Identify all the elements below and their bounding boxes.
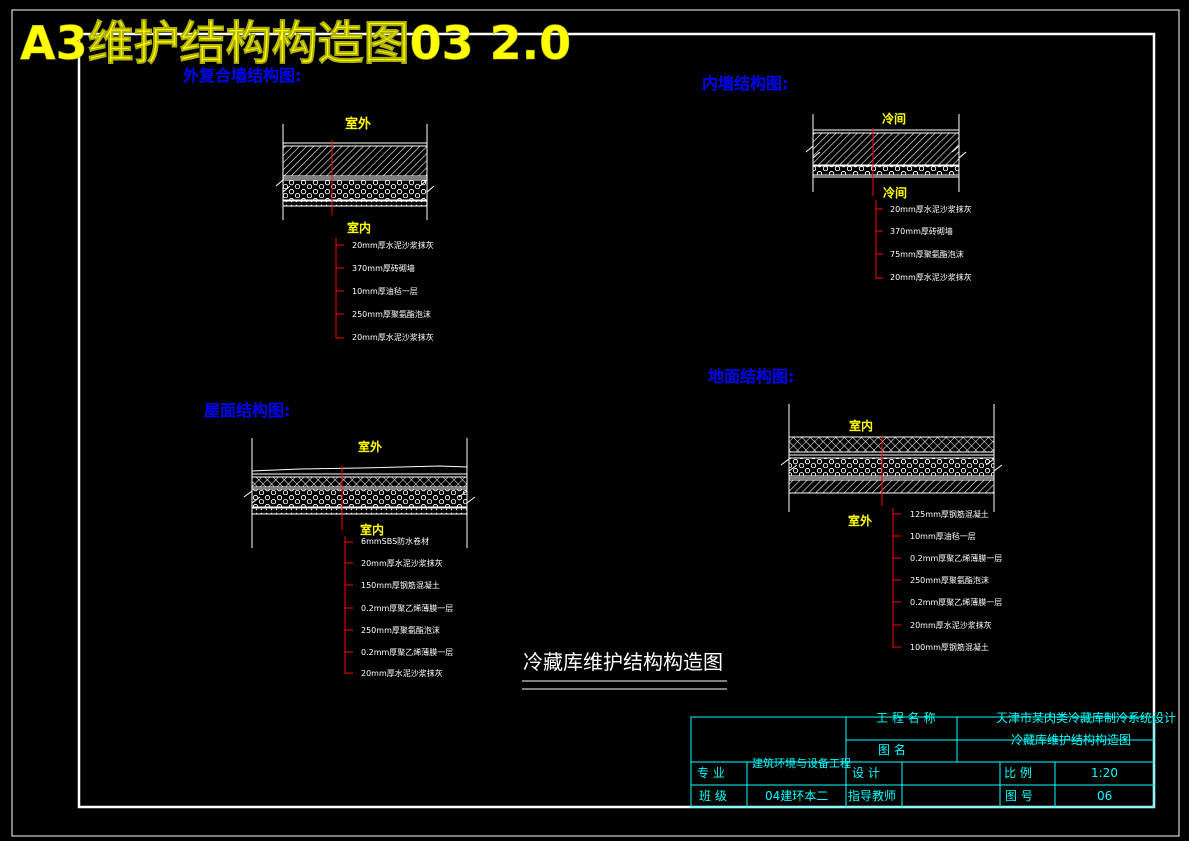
floor-bottom-label: 室外: [848, 513, 872, 528]
major-label: 专 业: [697, 765, 725, 780]
design-label: 设 计: [852, 766, 880, 780]
layer-label: 20mm厚水泥沙浆抹灰: [361, 668, 443, 678]
inner-wall-diagram: 内墙结构图: 冷间 冷间 20mm厚水泥沙浆抹灰 370mm厚砖砌墙 75mm厚…: [702, 74, 972, 282]
outer-wall-layer-list: 20mm厚水泥沙浆抹灰 370mm厚砖砌墙 10mm厚油毡一层 250mm厚聚氨…: [335, 238, 434, 342]
sheet-label: 图 号: [1005, 789, 1033, 803]
outer-frame: [11, 9, 1180, 837]
layer-label: 100mm厚钢筋混凝土: [910, 642, 989, 652]
inner-wall-bottom-label: 冷间: [883, 185, 907, 200]
layer-label: 370mm厚砖砌墙: [352, 263, 415, 273]
drawing-name-value: 冷藏库维护结构构造图: [1011, 732, 1131, 747]
layer-label: 10mm厚油毡一层: [352, 286, 418, 296]
roof-heading: 屋面结构图:: [204, 401, 290, 420]
sheet-value: 06: [1097, 789, 1112, 803]
layer-label: 370mm厚砖砌墙: [890, 226, 953, 236]
project-label: 工 程 名 称: [876, 710, 935, 725]
inner-wall-layer-list: 20mm厚水泥沙浆抹灰 370mm厚砖砌墙 75mm厚聚氨酯泡沫 20mm厚水泥…: [875, 200, 972, 282]
advisor-label: 指导教师: [848, 788, 896, 803]
class-label: 班 级: [699, 789, 727, 803]
major-value: 建筑环境与设备工程: [752, 756, 851, 770]
outer-wall-heading: 外复合墙结构图:: [182, 66, 301, 85]
project-value: 天津市某肉类冷藏库制冷系统设计: [996, 710, 1176, 725]
scale-value: 1:20: [1091, 766, 1118, 780]
drawing-name-label: 图 名: [878, 742, 906, 757]
roof-bottom-label: 室内: [360, 522, 384, 537]
layer-label: 250mm厚聚氨酯泡沫: [910, 575, 989, 585]
layer-label: 150mm厚钢筋混凝土: [361, 580, 440, 590]
layer-label: 125mm厚钢筋混凝土: [910, 509, 989, 519]
floor-heading: 地面结构图:: [708, 367, 794, 386]
floor-diagram: 地面结构图: 室内 室外 125mm厚钢筋混凝土 10mm厚油毡一层 0.2mm…: [708, 367, 1002, 652]
layer-label: 0.2mm厚聚乙烯薄膜一层: [910, 553, 1002, 563]
title-block: [690, 716, 1155, 808]
layer-label: 0.2mm厚聚乙烯薄膜一层: [361, 647, 453, 657]
floor-layer-list: 125mm厚钢筋混凝土 10mm厚油毡一层 0.2mm厚聚乙烯薄膜一层 250m…: [892, 508, 1002, 652]
layer-label: 20mm厚水泥沙浆抹灰: [890, 272, 972, 282]
banner-title: A3维护结构构造图03 2.0: [20, 16, 571, 70]
outer-wall-bottom-label: 室内: [347, 220, 371, 235]
inner-frame: [77, 32, 1156, 809]
roof-top-label: 室外: [358, 439, 382, 454]
roof-layer-list: 6mmSBS防水卷材 20mm厚水泥沙浆抹灰 150mm厚钢筋混凝土 0.2mm…: [344, 536, 453, 678]
scale-label: 比 例: [1004, 766, 1032, 780]
layer-label: 20mm厚水泥沙浆抹灰: [890, 204, 972, 214]
inner-wall-top-label: 冷间: [882, 111, 906, 126]
layer-label: 10mm厚油毡一层: [910, 531, 976, 541]
outer-wall-diagram: 外复合墙结构图: 室外 室内 20mm厚水泥沙浆抹灰 370mm厚砖砌墙 10m…: [182, 66, 435, 342]
layer-label: 250mm厚聚氨酯泡沫: [352, 309, 431, 319]
class-value: 04建环本二: [765, 789, 828, 803]
drawing-title: 冷藏库维护结构构造图: [523, 650, 723, 674]
title-block-text: 工 程 名 称 天津市某肉类冷藏库制冷系统设计 图 名 冷藏库维护结构构造图 专…: [697, 710, 1176, 803]
layer-label: 20mm厚水泥沙浆抹灰: [361, 558, 443, 568]
layer-label: 75mm厚聚氨酯泡沫: [890, 249, 964, 259]
inner-wall-heading: 内墙结构图:: [702, 74, 788, 93]
layer-label: 20mm厚水泥沙浆抹灰: [352, 240, 434, 250]
layer-label: 20mm厚水泥沙浆抹灰: [910, 620, 992, 630]
outer-wall-top-label: 室外: [345, 116, 371, 132]
layer-label: 250mm厚聚氨酯泡沫: [361, 625, 440, 635]
layer-label: 0.2mm厚聚乙烯薄膜一层: [910, 597, 1002, 607]
floor-top-label: 室内: [849, 418, 873, 433]
roof-diagram: 屋面结构图: 室外 室内 6mmSBS防水卷材 20mm厚水泥沙浆抹灰 150m…: [204, 401, 476, 678]
layer-label: 20mm厚水泥沙浆抹灰: [352, 332, 434, 342]
layer-label: 0.2mm厚聚乙烯薄膜一层: [361, 603, 453, 613]
layer-label: 6mmSBS防水卷材: [361, 536, 429, 546]
